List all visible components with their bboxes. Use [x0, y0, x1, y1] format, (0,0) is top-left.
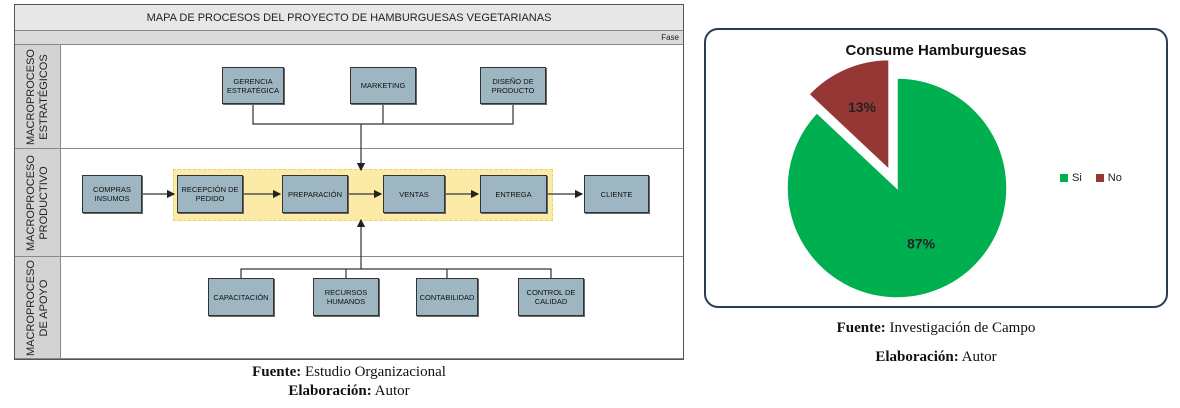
pie-slice-si	[786, 77, 1008, 299]
lane-label-strategic: MACROPROCESO ESTRATÉGICOS	[15, 45, 61, 148]
process-ventas: VENTAS	[383, 175, 445, 213]
chart-author-label: Elaboración:	[875, 349, 959, 365]
chart-author-caption: Elaboración: Autor	[704, 349, 1168, 366]
process-control-calidad: CONTROL DE CALIDAD	[518, 278, 584, 316]
process-marketing: MARKETING	[350, 67, 416, 104]
process-map-source-caption: Fuente: Estudio Organizacional	[14, 364, 684, 381]
chart-source-label: Fuente:	[836, 320, 886, 336]
chart-title: Consume Hamburguesas	[845, 42, 1027, 59]
pie-chart-frame: 13% 87% Consume Hamburguesas Si No	[704, 28, 1168, 308]
process-map-title: MAPA DE PROCESOS DEL PROYECTO DE HAMBURG…	[15, 5, 683, 31]
source-label: Fuente:	[252, 364, 302, 380]
author-value: Autor	[371, 383, 410, 399]
data-label-no: 13%	[848, 99, 877, 115]
source-value: Estudio Organizacional	[301, 364, 446, 380]
process-capacitacion: CAPACITACIÓN	[208, 278, 274, 316]
legend-label-no: No	[1107, 172, 1122, 184]
lane-productive: MACROPROCESO PRODUCTIVO	[15, 149, 683, 257]
process-diseno-producto: DISEÑO DE PRODUCTO	[480, 67, 546, 104]
chart-legend: Si No	[1060, 172, 1122, 184]
data-label-si: 87%	[907, 236, 936, 252]
process-compras-insumos: COMPRAS INSUMOS	[82, 175, 142, 213]
chart-source-caption: Fuente: Investigación de Campo	[704, 320, 1168, 337]
pie-chart: 13% 87%	[786, 58, 1008, 299]
lane-label-productive: MACROPROCESO PRODUCTIVO	[15, 149, 61, 256]
pie-slice-no	[807, 58, 890, 172]
connector-lines	[142, 104, 584, 278]
process-preparacion: PREPARACIÓN	[282, 175, 348, 213]
legend-item-no: No	[1095, 172, 1122, 184]
author-label: Elaboración:	[288, 383, 372, 399]
process-map-author-caption: Elaboración: Autor	[14, 383, 684, 400]
process-gerencia-estrategica: GERENCIA ESTRATÉGICA	[222, 67, 284, 104]
process-recepcion-pedido: RECEPCIÓN DE PEDIDO	[177, 175, 243, 213]
legend-label-si: Si	[1072, 172, 1082, 184]
process-recursos-humanos: RECURSOS HUMANOS	[313, 278, 379, 316]
legend-swatch-no	[1095, 174, 1104, 182]
chart-author-value: Autor	[958, 349, 997, 365]
process-map: MAPA DE PROCESOS DEL PROYECTO DE HAMBURG…	[14, 4, 684, 360]
process-contabilidad: CONTABILIDAD	[416, 278, 478, 316]
lane-strategic: MACROPROCESO ESTRATÉGICOS	[15, 45, 683, 149]
process-cliente: CLIENTE	[584, 175, 649, 213]
lane-label-support: MACROPROCESO DE APOYO	[15, 257, 61, 358]
chart-source-value: Investigación de Campo	[885, 320, 1036, 336]
fase-label: Fase	[15, 31, 683, 45]
lane-support: MACROPROCESO DE APOYO	[15, 257, 683, 359]
legend-swatch-si	[1060, 174, 1068, 182]
legend-item-si: Si	[1060, 172, 1082, 184]
process-entrega: ENTREGA	[480, 175, 547, 213]
